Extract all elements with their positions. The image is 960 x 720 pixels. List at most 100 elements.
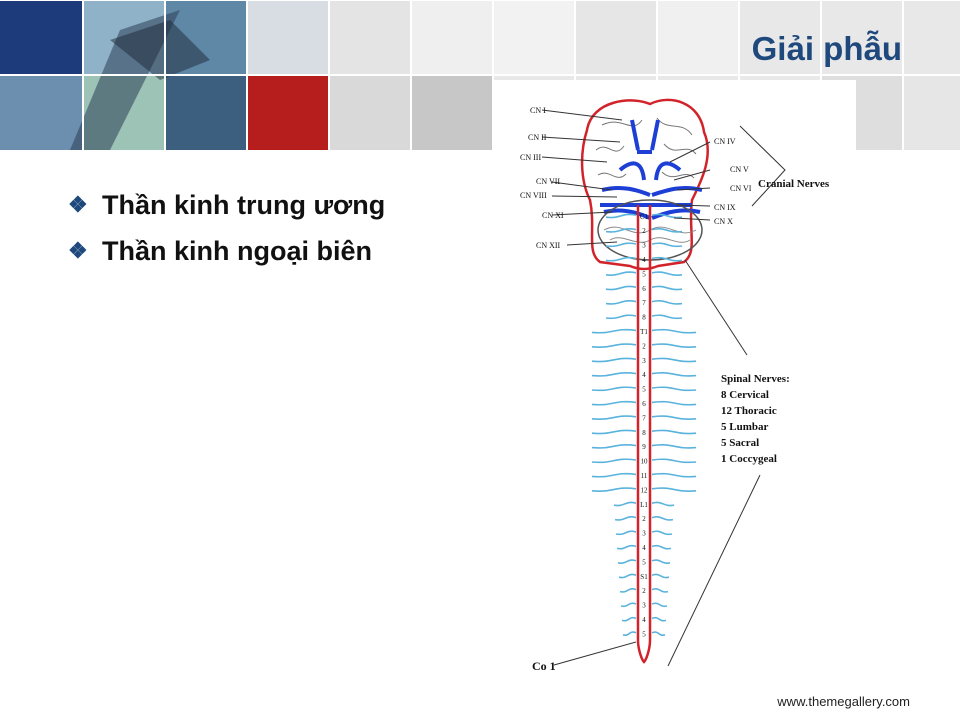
segment-label: 4: [642, 616, 646, 624]
spinal-nerve: [651, 501, 675, 507]
segment-label: 3: [642, 530, 646, 538]
label-cn-viii: CN VIII: [520, 191, 547, 200]
segment-label: 10: [641, 458, 649, 466]
spinal-nerve: [605, 228, 637, 233]
cranial-nerves: [600, 119, 703, 220]
spinal-nerve: [605, 314, 637, 320]
label-cn-vii: CN VII: [536, 177, 560, 186]
segment-label: 6: [642, 285, 646, 293]
spinal-line-lumbar: 5 Lumbar: [721, 421, 768, 433]
spinal-nerve: [651, 386, 697, 392]
segment-label: 4: [642, 256, 646, 264]
spinal-line-thoracic: 12 Thoracic: [721, 405, 777, 417]
leader-lines: [541, 109, 786, 667]
spinal-nerve: [651, 357, 697, 363]
spinal-nerve: [651, 588, 669, 593]
footer-url: www.themegallery.com: [777, 694, 910, 709]
label-cn-vi: CN VI: [730, 184, 752, 193]
spinal-nerve: [651, 343, 697, 348]
spinal-nerves: [591, 213, 697, 636]
spinal-nerve: [605, 213, 637, 219]
spinal-nerve: [591, 415, 637, 420]
spinal-nerve: [617, 559, 637, 564]
spinal-nerve: [591, 328, 637, 334]
segment-label: 2: [642, 587, 646, 595]
spinal-nerve: [651, 285, 683, 291]
spinal-nerve: [651, 314, 683, 320]
spinal-nerve: [651, 616, 667, 622]
spinal-nerve: [651, 429, 697, 435]
spinal-nerve: [591, 458, 637, 464]
cranial-nerves-title: Cranial Nerves: [758, 178, 830, 190]
segment-label: 7: [642, 299, 646, 307]
spinal-nerve: [591, 386, 637, 392]
spinal-nerve: [651, 415, 697, 420]
spinal-nerve: [618, 573, 637, 579]
segment-label: 8: [642, 429, 646, 437]
spinal-nerve: [622, 631, 637, 636]
spinal-nerve: [651, 328, 697, 334]
bullet-item: ❖Thần kinh ngoại biên: [68, 228, 385, 274]
spinal-cord: [636, 205, 652, 664]
spinal-nerve: [651, 544, 672, 550]
spinal-nerve: [613, 501, 637, 507]
bullet-text: Thần kinh trung ương: [102, 189, 386, 220]
segment-label: 5: [642, 386, 646, 394]
spinal-nerve: [651, 228, 683, 233]
spinal-nerve: [591, 472, 637, 478]
spinal-nerve: [591, 400, 637, 406]
spinal-nerve: [605, 271, 637, 276]
spinal-nerve: [591, 444, 637, 449]
brain-gyri: [595, 117, 697, 179]
spinal-nerve: [651, 242, 683, 248]
spinal-nerve: [651, 516, 674, 521]
header-banner: [0, 0, 960, 150]
spinal-nerve: [651, 213, 683, 219]
segment-label: 3: [642, 602, 646, 610]
bullet-text: Thần kinh ngoại biên: [102, 235, 372, 266]
spinal-nerve: [605, 242, 637, 248]
spinal-nerve: [591, 357, 637, 363]
banner-image: [0, 0, 960, 150]
segment-label: 5: [642, 558, 646, 566]
coccyx-label: Co 1: [532, 659, 556, 673]
segment-label: 5: [642, 270, 646, 278]
segment-label: 9: [642, 443, 646, 451]
spinal-nerve: [591, 343, 637, 348]
spinal-nerve: [619, 588, 637, 593]
spinal-nerve: [605, 285, 637, 291]
label-cn-i: CN I: [530, 106, 546, 115]
label-cn-iv: CN IV: [714, 137, 736, 146]
spinal-nerve: [651, 559, 671, 564]
spinal-nerve: [651, 472, 697, 478]
segment-label: 4: [642, 544, 646, 552]
segment-label: 11: [641, 472, 648, 480]
segment-label: 2: [642, 515, 646, 523]
spinal-nerves-title: Spinal Nerves:: [721, 373, 790, 385]
spinal-nerve: [651, 487, 697, 492]
label-cn-xi: CN XI: [542, 211, 564, 220]
segment-label: 7: [642, 414, 646, 422]
label-cn-ii: CN II: [528, 133, 547, 142]
segment-label: 12: [641, 486, 649, 494]
spinal-nerve: [591, 487, 637, 492]
spinal-nerve: [651, 631, 666, 636]
cranial-nerve-labels: CN I CN II CN III CN VII CN VIII CN XI C…: [520, 106, 752, 250]
bullet-item: ❖Thần kinh trung ương: [68, 182, 385, 228]
label-cn-x: CN X: [714, 217, 733, 226]
spinal-nerve: [651, 458, 697, 464]
segment-label: 6: [642, 400, 646, 408]
spinal-nerve: [616, 544, 637, 550]
label-cn-ix: CN IX: [714, 203, 736, 212]
segment-label: L1: [640, 501, 648, 509]
slide-title: Giải phẫu: [751, 30, 902, 67]
segment-label: 4: [642, 371, 646, 379]
spinal-nerve: [651, 444, 697, 449]
spinal-nerve: [651, 400, 697, 406]
label-cn-v: CN V: [730, 165, 749, 174]
spinal-nerves-legend: Spinal Nerves: 8 Cervical 12 Thoracic 5 …: [721, 373, 790, 465]
spinal-nerve: [605, 256, 637, 262]
